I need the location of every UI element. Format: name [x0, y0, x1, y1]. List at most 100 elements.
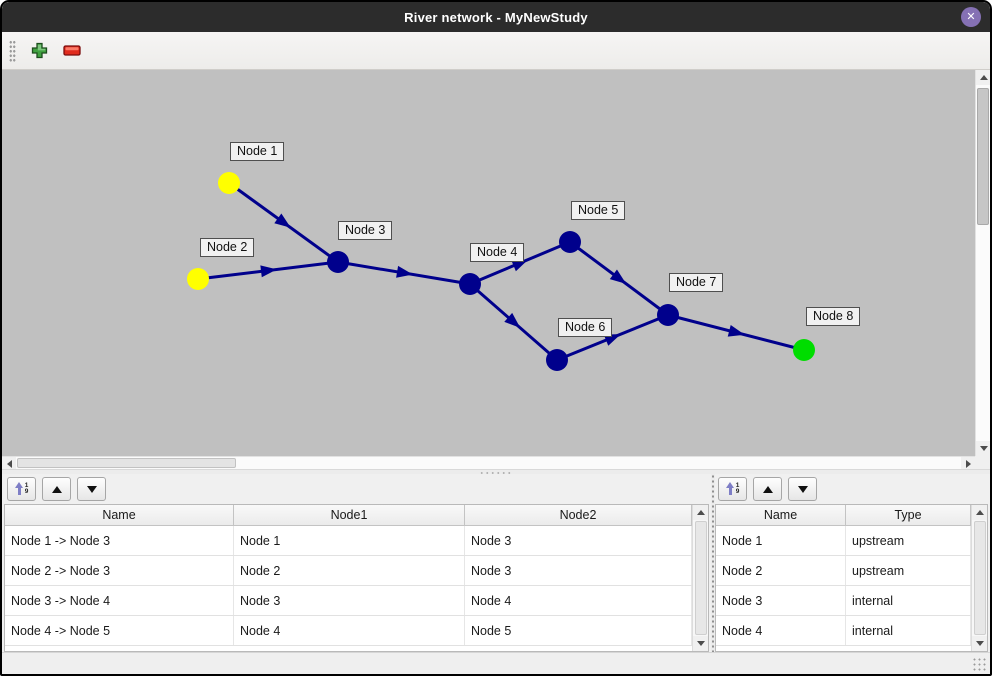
- table-cell: Node 1 -> Node 3: [5, 526, 234, 555]
- edge-direction-arrow-icon: [603, 334, 621, 346]
- table-cell: Node 1: [716, 526, 846, 555]
- graph-node-4[interactable]: [459, 273, 481, 295]
- sort-ascending-1-9-icon: 1 9: [14, 482, 28, 496]
- node-label[interactable]: Node 5: [571, 201, 626, 220]
- graph-node-8[interactable]: [793, 339, 815, 361]
- node-label[interactable]: Node 1: [230, 142, 285, 161]
- canvas-vertical-scrollbar[interactable]: [975, 70, 990, 456]
- edge-direction-arrow-icon: [274, 213, 291, 228]
- edge-direction-arrow-icon: [504, 312, 521, 328]
- panel-splitter[interactable]: [711, 474, 715, 652]
- column-header-name[interactable]: Name: [5, 505, 234, 525]
- table-cell: Node 4: [465, 586, 692, 615]
- table-cell: upstream: [846, 526, 971, 555]
- column-header-type[interactable]: Type: [846, 505, 971, 525]
- scroll-right-button[interactable]: [961, 457, 975, 470]
- close-icon: ✕: [966, 11, 976, 23]
- scroll-up-button[interactable]: [693, 505, 708, 520]
- vertical-scrollbar-thumb[interactable]: [973, 521, 986, 635]
- canvas-horizontal-scrollbar[interactable]: [2, 456, 975, 470]
- titlebar[interactable]: River network - MyNewStudy ✕: [2, 2, 990, 32]
- move-down-button[interactable]: [788, 477, 817, 501]
- scroll-up-button[interactable]: [972, 505, 987, 520]
- edges-panel-toolbar: 1 9: [4, 474, 711, 504]
- node-label[interactable]: Node 2: [200, 238, 255, 257]
- edge-direction-arrow-icon: [609, 269, 627, 284]
- scroll-down-button[interactable]: [972, 636, 987, 651]
- table-cell: Node 3: [465, 556, 692, 585]
- triangle-down-icon: [86, 485, 97, 493]
- arrow-down-icon: [976, 641, 984, 646]
- node-label[interactable]: Node 6: [558, 318, 613, 337]
- triangle-up-icon: [51, 485, 62, 493]
- edge-direction-arrow-icon: [727, 324, 745, 337]
- move-down-button[interactable]: [77, 477, 106, 501]
- table-cell: internal: [846, 616, 971, 645]
- nodes-table-header: Name Type: [716, 505, 987, 526]
- toolbar-drag-handle-icon[interactable]: [9, 39, 16, 62]
- node-label[interactable]: Node 4: [470, 243, 525, 262]
- column-header-node2[interactable]: Node2: [465, 505, 692, 525]
- table-cell: Node 3: [234, 586, 465, 615]
- scroll-up-button[interactable]: [976, 70, 990, 85]
- move-up-button[interactable]: [42, 477, 71, 501]
- table-cell: Node 3: [465, 526, 692, 555]
- table-cell: Node 2 -> Node 3: [5, 556, 234, 585]
- window-title: River network - MyNewStudy: [404, 9, 588, 25]
- arrow-down-icon: [697, 641, 705, 646]
- node-label[interactable]: Node 8: [806, 307, 861, 326]
- edges-table-scrollbar[interactable]: [692, 505, 708, 651]
- graph-node-6[interactable]: [546, 349, 568, 371]
- table-cell: upstream: [846, 556, 971, 585]
- graph-node-1[interactable]: [218, 172, 240, 194]
- sort-button[interactable]: 1 9: [718, 477, 747, 501]
- scroll-left-button[interactable]: [2, 457, 16, 470]
- remove-node-button[interactable]: [59, 38, 85, 64]
- column-header-name[interactable]: Name: [716, 505, 846, 525]
- edges-table-header: Name Node1 Node2: [5, 505, 708, 526]
- column-header-node1[interactable]: Node1: [234, 505, 465, 525]
- minus-icon: [63, 45, 81, 56]
- scroll-down-button[interactable]: [976, 441, 990, 456]
- table-cell: Node 5: [465, 616, 692, 645]
- close-button[interactable]: ✕: [961, 7, 981, 27]
- arrow-right-icon: [965, 459, 971, 468]
- graph-node-3[interactable]: [327, 251, 349, 273]
- canvas-pane: Node 1 Node 2 Node 3 Node 4 Node 5 Node 6 Node…: [2, 70, 990, 470]
- pane-splitter[interactable]: [2, 469, 990, 474]
- horizontal-scrollbar-thumb[interactable]: [17, 458, 236, 468]
- table-cell: internal: [846, 586, 971, 615]
- graph-node-2[interactable]: [187, 268, 209, 290]
- node-label[interactable]: Node 7: [669, 273, 724, 292]
- node-label[interactable]: Node 3: [338, 221, 393, 240]
- graph-edges-layer: [197, 181, 805, 362]
- scroll-down-button[interactable]: [693, 636, 708, 651]
- table-cell: Node 2: [716, 556, 846, 585]
- vertical-scrollbar-thumb[interactable]: [977, 88, 989, 225]
- resize-grip-icon[interactable]: [972, 657, 986, 671]
- sort-button[interactable]: 1 9: [7, 477, 36, 501]
- move-up-button[interactable]: [753, 477, 782, 501]
- scrollbar-corner: [975, 456, 990, 469]
- river-network-canvas[interactable]: Node 1 Node 2 Node 3 Node 4 Node 5 Node 6 Node…: [2, 70, 975, 456]
- vertical-scrollbar-thumb[interactable]: [694, 521, 707, 635]
- sort-ascending-1-9-icon: 1 9: [725, 482, 739, 496]
- arrow-up-icon: [976, 510, 984, 515]
- nodes-table-scrollbar[interactable]: [971, 505, 987, 651]
- graph-node-7[interactable]: [657, 304, 679, 326]
- nodes-panel-toolbar: 1 9: [715, 474, 988, 504]
- graph-node-5[interactable]: [559, 231, 581, 253]
- table-cell: Node 3: [716, 586, 846, 615]
- add-node-button[interactable]: [26, 38, 52, 64]
